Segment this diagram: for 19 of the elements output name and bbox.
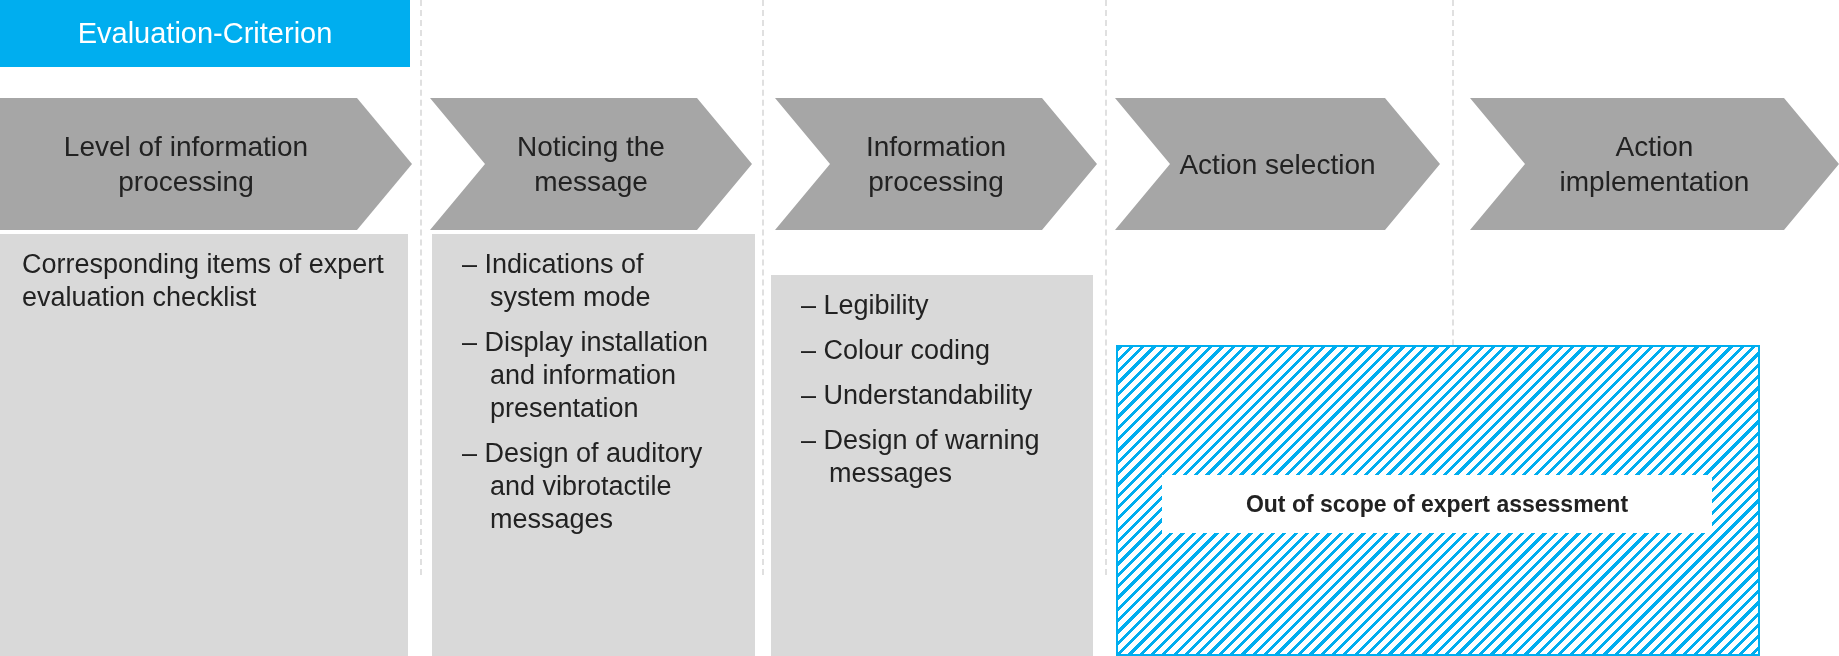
list-item: – Design of auditory and vibrotactile messages	[461, 436, 704, 536]
hatched-area	[1116, 345, 1760, 656]
list-item: – Display installation and information presentation	[461, 325, 710, 425]
list-item: – Understandability	[800, 378, 1034, 412]
list-item: – Colour coding	[800, 333, 992, 367]
list-item: – Design of warning messages	[800, 423, 1041, 490]
text-panel	[771, 275, 1093, 656]
process-step-banner: Information processing	[775, 98, 1097, 230]
process-step-banner: Noticing the message	[430, 98, 752, 230]
text-panel	[432, 234, 755, 656]
text-panel	[0, 234, 408, 656]
list-item: – Indications of system mode	[461, 248, 652, 314]
scope-label: Out of scope of expert assessment	[1162, 475, 1712, 533]
list-item: – Legibility	[800, 289, 930, 322]
process-step-banner: Level of information processing	[0, 98, 412, 230]
process-step-banner: Action selection	[1115, 98, 1440, 230]
header-tab: Evaluation-Criterion	[0, 0, 410, 67]
panel-text: Corresponding items of expert evaluation checklist	[22, 248, 385, 314]
process-step-banner: Action implementation	[1470, 98, 1839, 230]
